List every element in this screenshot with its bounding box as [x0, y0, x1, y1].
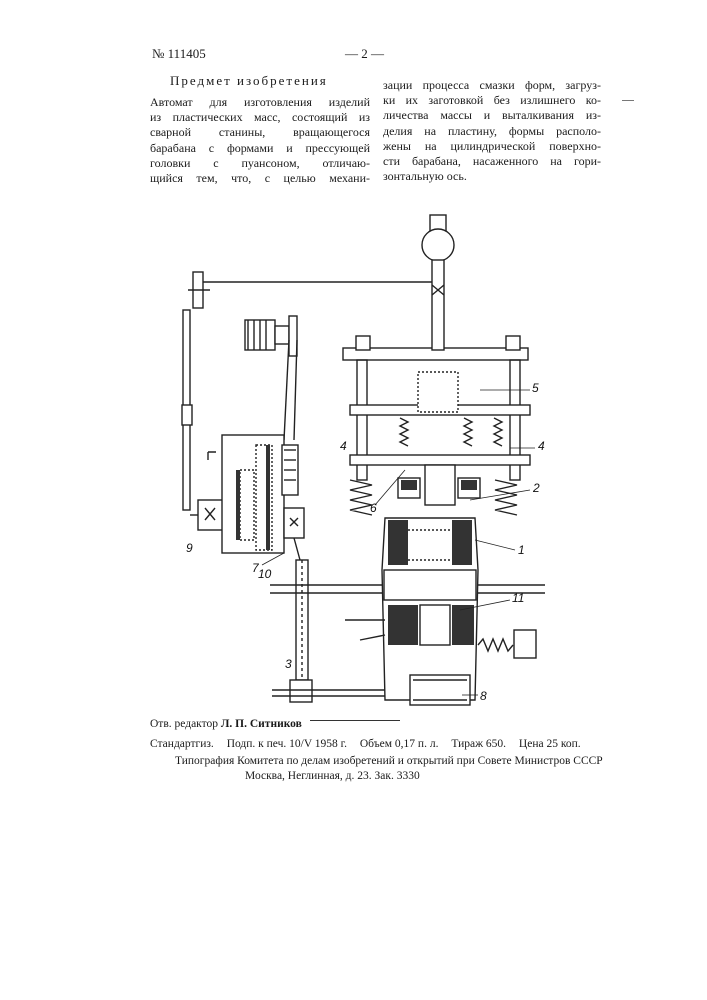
- claim-line: из пластических масс, состоящий из: [150, 110, 370, 125]
- claim-line: головки с пуансоном, отличаю-: [150, 156, 370, 171]
- claim-line: сти барабана, насаженного на гори-: [383, 154, 601, 169]
- page-number: — 2 —: [345, 46, 384, 62]
- editor-name: Л. П. Ситников: [221, 718, 302, 730]
- claim-line: делия на пластину, формы располо-: [383, 124, 601, 139]
- label-1: 1: [518, 543, 525, 557]
- patent-number: № 111405: [152, 46, 206, 62]
- editor-line: Отв. редактор Л. П. Ситников: [150, 718, 302, 730]
- section-title: Предмет изобретения: [170, 73, 328, 89]
- imprint-volume: Объем 0,17 п. л.: [360, 738, 439, 750]
- label-5: 5: [532, 381, 539, 395]
- label-4-left: 4: [340, 439, 347, 453]
- label-4-right: 4: [538, 439, 545, 453]
- technical-drawing: 5 4 4 6 2 1 11 8 9 7 10 3: [180, 200, 560, 710]
- claim-line: жены на цилиндрической поверхно-: [383, 139, 601, 154]
- imprint-line: Стандартгиз. Подп. к печ. 10/V 1958 г. О…: [150, 738, 591, 750]
- claim-line: личества массы и выталкивания из-: [383, 108, 601, 123]
- label-3: 3: [285, 657, 292, 671]
- claim-line: зации процесса смазки форм, загруз-: [383, 78, 601, 93]
- label-11: 11: [512, 591, 524, 605]
- claim-right-column: зации процесса смазки форм, загруз- ки и…: [383, 78, 601, 184]
- imprint-run: Тираж 650.: [451, 738, 506, 750]
- claim-line: сварной станины, вращающегося: [150, 125, 370, 140]
- claim-line: ки их заготовкой без излишнего ко-: [383, 93, 601, 108]
- editor-label: Отв. редактор: [150, 718, 218, 730]
- printer-line-2: Москва, Неглинная, д. 23. Зак. 3330: [245, 770, 420, 782]
- label-2: 2: [532, 481, 540, 495]
- imprint-publisher: Стандартгиз.: [150, 738, 214, 750]
- imprint-signed: Подп. к печ. 10/V 1958 г.: [227, 738, 347, 750]
- claim-line: щийся тем, что, с целью механи-: [150, 171, 370, 186]
- label-8: 8: [480, 689, 487, 703]
- label-9: 9: [186, 541, 193, 555]
- label-10: 10: [258, 567, 272, 581]
- claim-line: Автомат для изготовления изделий: [150, 95, 370, 110]
- separator-rule: [310, 720, 400, 721]
- claim-line: барабана с формами и прессующей: [150, 141, 370, 156]
- claim-left-column: Автомат для изготовления изделий из плас…: [150, 95, 370, 186]
- label-6: 6: [370, 501, 377, 515]
- printer-line-1: Типография Комитета по делам изобретений…: [175, 755, 603, 767]
- claim-line: зонтальную ось.: [383, 169, 601, 184]
- imprint-price: Цена 25 коп.: [519, 738, 581, 750]
- margin-mark: [622, 100, 634, 101]
